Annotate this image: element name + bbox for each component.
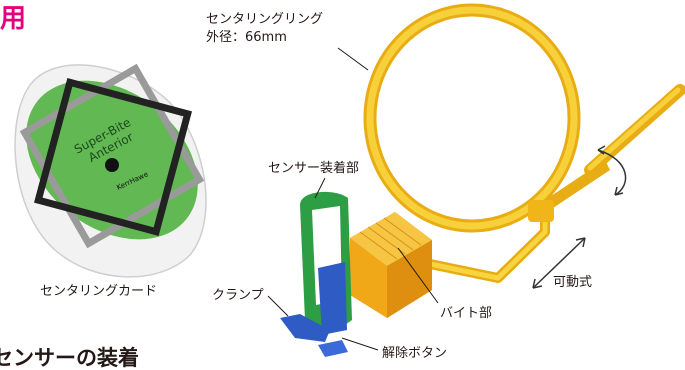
section-title-fragment: 用 bbox=[0, 4, 27, 34]
release-button-part bbox=[318, 340, 348, 357]
leader-line-clamp bbox=[267, 295, 289, 317]
movable-arrow-icon bbox=[532, 237, 586, 289]
label-clamp: クランプ bbox=[212, 288, 264, 303]
leader-line-sensor-mount bbox=[314, 177, 326, 199]
centering-ring-assembly bbox=[363, 3, 685, 283]
leader-line-bite bbox=[397, 247, 439, 304]
label-sensor-mount: センサー装着部 bbox=[268, 161, 360, 176]
card-gray-frame bbox=[19, 63, 205, 249]
card-dark-frame bbox=[34, 78, 192, 236]
label-bite-part: バイト部 bbox=[440, 306, 493, 321]
rotation-arrow-icon bbox=[597, 149, 627, 196]
clamp-part bbox=[280, 314, 330, 342]
leader-line-ring bbox=[337, 47, 369, 71]
label-movable: 可動式 bbox=[553, 275, 593, 290]
leader-line-release bbox=[341, 337, 379, 351]
card-center-hole bbox=[105, 158, 119, 172]
label-centering-card: センタリングカード bbox=[40, 284, 158, 299]
bite-block bbox=[350, 212, 432, 318]
bottom-heading-fragment: センサーの装着 bbox=[0, 346, 139, 370]
label-centering-ring: センタリングリング bbox=[206, 12, 324, 27]
label-release-button: 解除ボタン bbox=[382, 346, 448, 361]
label-outer-diameter: 外径：66mm bbox=[206, 30, 287, 45]
centering-card-illustration: Super-Bite Anterior KerrHawe bbox=[14, 63, 207, 278]
holder-blue-insert bbox=[318, 262, 347, 335]
sensor-holder bbox=[280, 191, 352, 357]
